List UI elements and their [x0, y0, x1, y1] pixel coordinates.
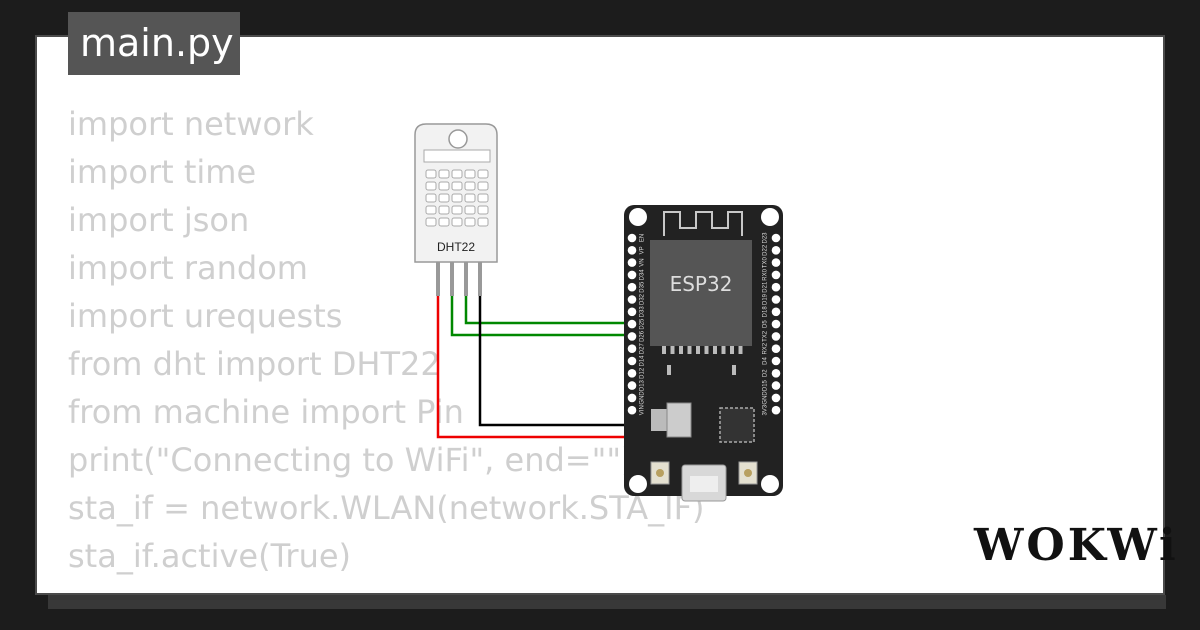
- header-pin[interactable]: [771, 307, 781, 317]
- pin-label: D19: [763, 293, 769, 305]
- pin-label: D5: [763, 320, 769, 328]
- header-pin[interactable]: [627, 381, 637, 390]
- pin-label: EN: [640, 234, 646, 242]
- project-card: [35, 35, 1165, 595]
- header-pin[interactable]: [627, 307, 637, 317]
- header-pin[interactable]: [771, 332, 781, 341]
- pin-label: 3V3: [763, 404, 769, 415]
- header-pin[interactable]: [771, 282, 781, 292]
- pin-label: TX2: [763, 330, 769, 342]
- code-line: sta_if = network.WLAN(network.STA_IF): [68, 489, 705, 527]
- code-line: print("Connecting to WiFi", end=""): [68, 441, 634, 479]
- code-line: sta_if.active(True): [68, 537, 352, 575]
- code-line: from dht import DHT22: [68, 345, 441, 383]
- header-pin[interactable]: [771, 270, 781, 280]
- power-wire[interactable]: [436, 296, 631, 439]
- code-line: import random: [68, 249, 308, 287]
- pin-label: VP: [640, 246, 646, 254]
- code-line: import urequests: [68, 297, 343, 335]
- ground-wire[interactable]: [478, 296, 631, 427]
- file-tab[interactable]: main.py: [68, 12, 240, 75]
- dht22-sensor[interactable]: DHT22: [414, 123, 498, 296]
- pin-label: TX0: [763, 256, 769, 268]
- pin-label: RX0: [763, 268, 769, 280]
- pin-label: D34: [640, 269, 646, 281]
- pin-label: RX2: [763, 342, 769, 354]
- pin-label: D25: [640, 318, 646, 330]
- header-pin[interactable]: [627, 319, 637, 329]
- header-pin[interactable]: [771, 369, 781, 378]
- esp32-label: ESP32: [670, 272, 733, 296]
- pin-label: GND: [640, 391, 646, 405]
- pin-label: D4: [763, 357, 769, 365]
- header-pin[interactable]: [771, 246, 781, 255]
- data-wire[interactable]: [450, 296, 631, 337]
- code-line: import json: [68, 201, 250, 239]
- header-pin[interactable]: [627, 405, 637, 415]
- header-pin[interactable]: [627, 258, 637, 267]
- header-pin[interactable]: [627, 233, 637, 243]
- pin-label: D35: [640, 281, 646, 293]
- header-pin[interactable]: [771, 405, 781, 415]
- pin-label: D12: [640, 367, 646, 379]
- header-pin[interactable]: [627, 270, 637, 280]
- header-pin[interactable]: [771, 344, 781, 354]
- header-pin[interactable]: [771, 258, 781, 267]
- code-line: import network: [68, 105, 314, 143]
- pin-label: GND: [763, 391, 769, 405]
- pin-label: D18: [763, 306, 769, 318]
- pin-label: D14: [640, 355, 646, 367]
- pin-label: D33: [640, 306, 646, 318]
- pin-label: D27: [640, 343, 646, 355]
- header-pin[interactable]: [627, 295, 637, 304]
- esp32-module: [650, 240, 752, 346]
- pin-label: D2: [763, 369, 769, 377]
- code-preview: import network import time import json i…: [68, 100, 705, 580]
- header-pin[interactable]: [771, 393, 781, 403]
- dht22-label: DHT22: [437, 240, 475, 254]
- pin-label: D13: [640, 379, 646, 391]
- header-pin[interactable]: [627, 369, 637, 378]
- pin-label: D32: [640, 293, 646, 305]
- code-line: from machine import Pin: [68, 393, 464, 431]
- code-line: import time: [68, 153, 257, 191]
- header-pin[interactable]: [771, 295, 781, 304]
- header-pin[interactable]: [771, 233, 781, 243]
- pin-label: D26: [640, 330, 646, 342]
- wokwi-logo: WOKWi: [974, 520, 1179, 571]
- esp32-board[interactable]: ESP32 ENVPVND34D35D32D33D25D26D27D14D12D…: [624, 205, 783, 502]
- pin-label: D22: [763, 244, 769, 256]
- header-pin[interactable]: [627, 344, 637, 354]
- header-pin[interactable]: [627, 332, 637, 341]
- header-pin[interactable]: [771, 381, 781, 390]
- header-pin[interactable]: [627, 356, 637, 366]
- pin-label: D21: [763, 281, 769, 293]
- header-pin[interactable]: [771, 356, 781, 366]
- pin-label: D23: [763, 232, 769, 244]
- pin-label: VIN: [640, 405, 646, 415]
- data-wire-2[interactable]: [464, 296, 631, 325]
- pin-label: D15: [763, 379, 769, 391]
- header-pin[interactable]: [771, 319, 781, 329]
- header-pin[interactable]: [627, 282, 637, 292]
- header-pin[interactable]: [627, 246, 637, 255]
- card-shadow: [48, 595, 1166, 609]
- pin-label: VN: [640, 258, 646, 266]
- file-tab-label: main.py: [80, 21, 234, 65]
- header-pin[interactable]: [627, 393, 637, 403]
